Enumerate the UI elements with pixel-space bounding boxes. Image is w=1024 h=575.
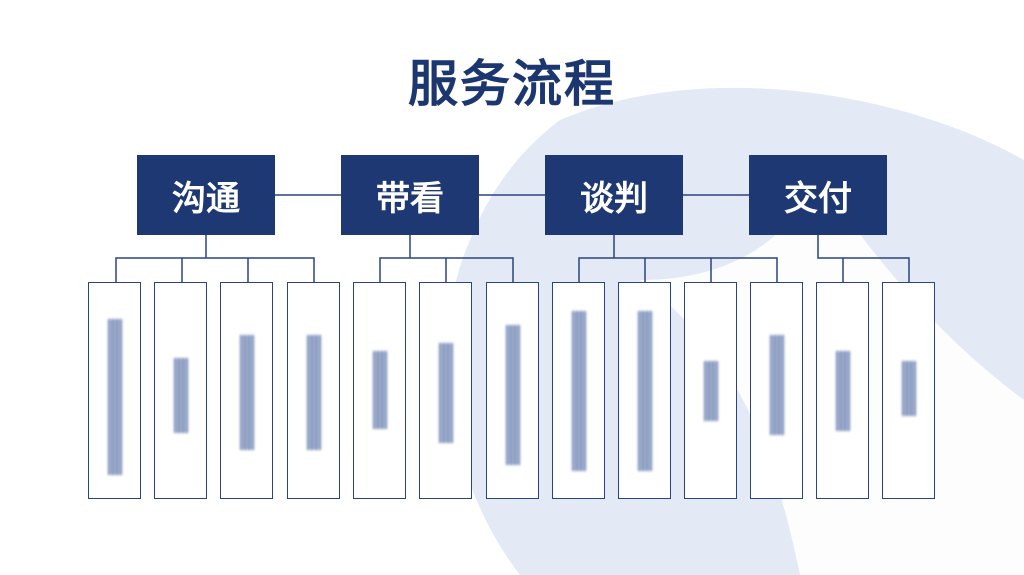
step-box	[88, 282, 141, 499]
step-box	[486, 282, 539, 499]
stage-negotiate: 谈判	[545, 155, 683, 235]
step-box	[816, 282, 869, 499]
stage-label: 交付	[784, 178, 852, 219]
stage-viewing: 带看	[341, 155, 479, 235]
step-box	[750, 282, 803, 499]
step-box	[684, 282, 737, 499]
step-box	[287, 282, 340, 499]
step-box	[154, 282, 207, 499]
stage-label: 沟通	[172, 178, 240, 219]
stage-deliver: 交付	[749, 155, 887, 235]
stage-label: 谈判	[580, 178, 648, 219]
stage-communicate: 沟通	[137, 155, 275, 235]
step-box	[882, 282, 935, 499]
step-box	[220, 282, 273, 499]
stage-label: 带看	[376, 178, 444, 219]
step-box	[353, 282, 406, 499]
step-box	[419, 282, 472, 499]
step-box	[618, 282, 671, 499]
step-box	[552, 282, 605, 499]
page-title: 服务流程	[408, 55, 616, 113]
